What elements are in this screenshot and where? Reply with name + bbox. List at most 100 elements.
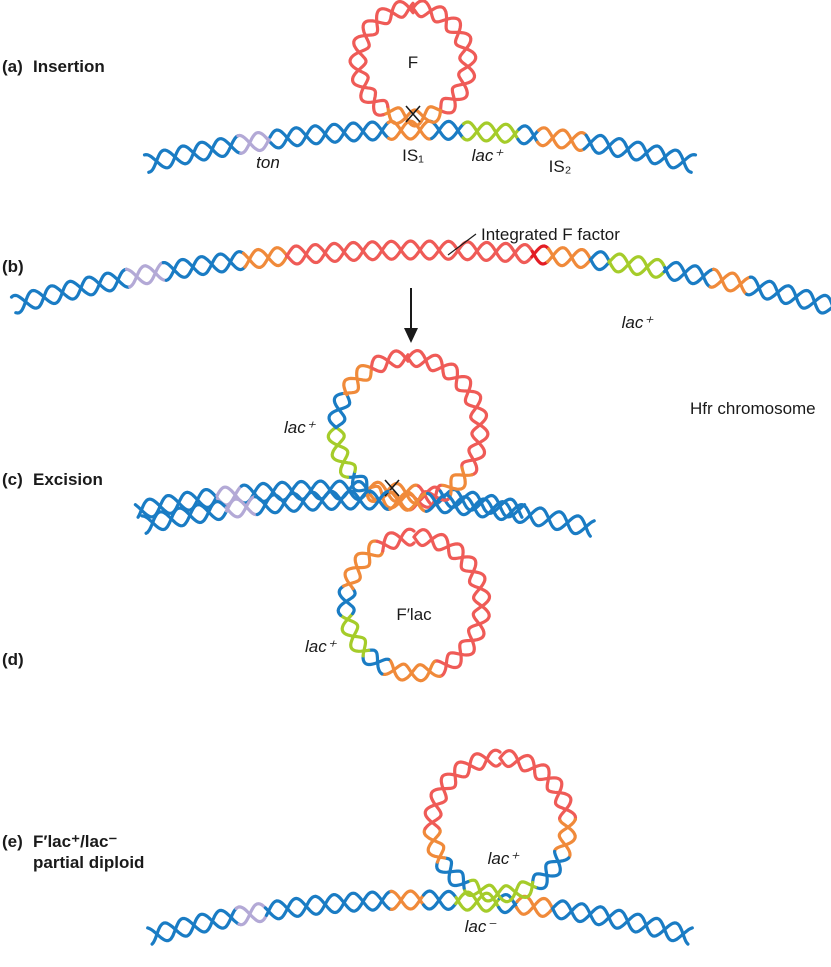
is-strand <box>386 105 443 126</box>
lac-plus-label-b: lac⁺ <box>622 313 655 332</box>
chromosome-strand <box>588 250 611 263</box>
chromosome-strand <box>422 889 458 911</box>
is-strand <box>712 267 752 293</box>
f-factor-strand <box>433 638 477 670</box>
f-factor-strand <box>351 1 415 117</box>
lac-strand <box>461 121 521 144</box>
is-strand <box>708 271 749 296</box>
panel-d-helices <box>140 489 596 538</box>
panel-e-title: F′lac⁺/lac⁻ <box>33 832 117 851</box>
f-factor-strand <box>285 239 534 265</box>
panel-e-letter: (e) <box>2 832 23 851</box>
f-factor-strand <box>423 748 502 831</box>
is-strand <box>422 827 446 864</box>
ton-strand <box>224 495 257 519</box>
lac-strand <box>339 613 371 653</box>
chromosome-strand <box>133 488 219 519</box>
is-strand <box>438 466 467 491</box>
chromosome-strand <box>336 587 357 617</box>
chromosome-strand <box>662 260 716 286</box>
lac-strand <box>462 120 520 143</box>
ton-label: ton <box>256 153 280 172</box>
is-strand <box>380 659 437 683</box>
is-strand <box>537 126 588 150</box>
is-strand <box>553 819 577 854</box>
chromosome-strand <box>9 267 128 310</box>
chromosome-strand <box>443 856 470 888</box>
f-factor-strand <box>285 239 534 266</box>
is-strand <box>547 247 593 268</box>
chromosome-strand <box>435 860 466 890</box>
f-factor-strand <box>498 753 578 821</box>
is2-label: IS₂ <box>549 157 572 176</box>
f-prime-lac-plasmid <box>422 748 578 904</box>
is-strand <box>369 480 421 504</box>
lac-plus-label-d: lac⁺ <box>305 637 338 656</box>
chromosome-strand <box>426 491 592 538</box>
is-strand <box>343 539 379 591</box>
chromosome-strand <box>136 490 219 519</box>
hfr-label: Hfr chromosome <box>690 399 816 418</box>
chromosome-strand <box>140 499 228 532</box>
f-factor-strand <box>348 0 415 109</box>
chromosome-strand <box>516 128 541 146</box>
ton-strand <box>124 261 165 286</box>
is-strand <box>535 128 586 152</box>
panel-b-letter: (b) <box>2 257 24 276</box>
chromosome-strand <box>144 502 229 535</box>
down-arrow <box>404 288 418 343</box>
is-strand <box>426 826 447 860</box>
chromosome-strand <box>551 899 690 946</box>
is-strand <box>342 549 385 588</box>
f-prime-lac-ring <box>336 527 492 683</box>
f-factor-strand <box>412 532 492 642</box>
ton-strand <box>234 905 269 924</box>
f-factor-strand <box>406 353 489 470</box>
crossover-mark <box>405 105 421 123</box>
lac-plus-label-c: lac⁺ <box>284 418 317 437</box>
lac-strand <box>466 878 535 903</box>
is-strand <box>557 817 577 860</box>
chromosome-strand <box>164 252 247 282</box>
f-prime-lac-label: F′lac <box>396 605 432 624</box>
chromosome-strand <box>327 393 352 430</box>
chromosome-strand <box>146 908 241 943</box>
f-factor-strand <box>375 527 416 551</box>
chromosome-strand <box>253 489 392 515</box>
panel-c-helices <box>133 479 527 519</box>
f-factor-strand <box>530 249 550 266</box>
panel-e-subtitle: partial diploid <box>33 853 144 872</box>
chromosome-strand <box>582 133 693 174</box>
panel-c-title: Excision <box>33 470 103 489</box>
chromosome-strand <box>589 257 611 272</box>
lac-minus-label: lac⁻ <box>465 917 498 936</box>
is-strand <box>342 365 374 397</box>
chromosome-strand <box>361 654 391 667</box>
ton-strand <box>225 497 259 517</box>
chromosome-strand <box>584 133 698 170</box>
ton-strand <box>237 902 267 927</box>
is-strand <box>381 105 443 128</box>
chromosome-strand <box>269 120 391 150</box>
f-factor-strand <box>369 353 410 369</box>
is1-label: IS₁ <box>402 146 424 165</box>
is-strand <box>243 247 289 269</box>
chromosome-strand <box>350 469 369 493</box>
is-strand <box>388 490 428 513</box>
f-plasmid-label: F <box>408 53 418 72</box>
lac-strand <box>607 255 666 279</box>
chromosome-strand <box>533 856 571 891</box>
f-factor-strand <box>406 348 490 477</box>
panel-d-letter: (d) <box>2 650 24 669</box>
is-strand <box>389 889 426 911</box>
f-factor-strand <box>423 752 502 830</box>
ton-strand <box>128 264 168 289</box>
panel-a-title: Insertion <box>33 57 105 76</box>
lac-strand <box>326 425 350 479</box>
is-strand <box>241 246 289 269</box>
f-factor-strand <box>498 749 573 823</box>
chromosome-strand <box>367 648 384 676</box>
lac-strand <box>330 425 358 474</box>
is-strand <box>515 896 555 916</box>
chromosome-strand <box>430 119 465 140</box>
